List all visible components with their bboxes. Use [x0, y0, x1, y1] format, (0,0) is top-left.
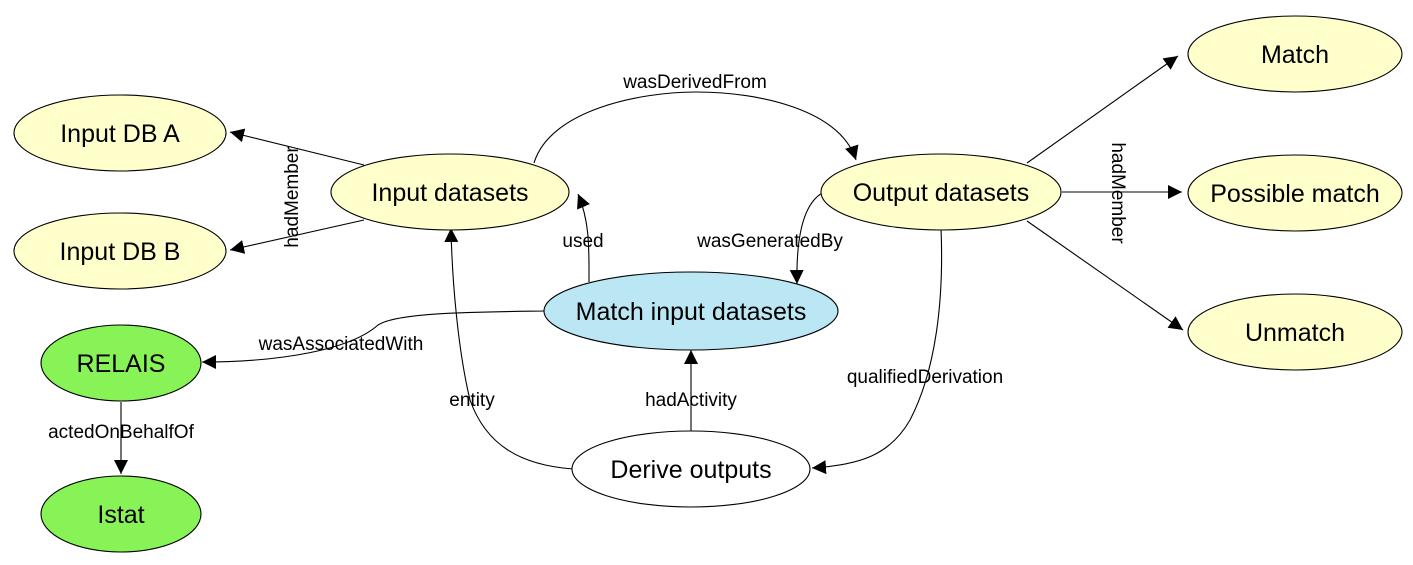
node-match[interactable]: Match [1187, 15, 1403, 93]
label-was-derived-from: wasDerivedFrom [622, 72, 767, 93]
label-had-member-left: hadMember [282, 146, 303, 248]
edges [114, 55, 1184, 475]
edge-was-generated-by [789, 191, 825, 285]
node-relais-label: RELAIS [77, 350, 166, 378]
label-qualified-derivation: qualifiedDerivation [847, 367, 1003, 388]
node-match-input-datasets-label: Match input datasets [576, 298, 807, 326]
node-unmatch-shape [1187, 293, 1403, 371]
node-input-db-a-shape [13, 94, 227, 172]
edge-was-associated-with [201, 310, 546, 369]
edge-had-member-match [1026, 55, 1179, 164]
node-output-datasets[interactable]: Output datasets [820, 153, 1062, 231]
node-possible-match-shape [1187, 154, 1403, 232]
node-input-datasets-shape [330, 153, 570, 231]
node-match-shape [1187, 15, 1403, 93]
node-unmatch-label: Unmatch [1245, 319, 1345, 347]
label-had-activity: hadActivity [645, 390, 737, 411]
node-derive-outputs-shape [571, 430, 811, 508]
edge-qualified-derivation [811, 227, 943, 475]
node-input-db-b-label: Input DB B [60, 238, 181, 266]
node-derive-outputs[interactable]: Derive outputs [571, 430, 811, 508]
edge-labels: wasDerivedFrom hadMember hadMember used … [48, 72, 1128, 443]
nodes: Input DB A Input DB B Input datasets Out… [13, 15, 1403, 553]
node-input-db-a-label: Input DB A [60, 120, 180, 148]
label-used: used [562, 231, 603, 252]
node-input-datasets-label: Input datasets [371, 179, 528, 207]
node-input-db-b-shape [13, 212, 227, 290]
node-output-datasets-shape [820, 153, 1062, 231]
node-unmatch[interactable]: Unmatch [1187, 293, 1403, 371]
node-input-db-a[interactable]: Input DB A [13, 94, 227, 172]
node-match-label: Match [1261, 41, 1329, 69]
node-possible-match-label: Possible match [1210, 180, 1380, 208]
edge-was-derived-from [533, 91, 859, 164]
node-match-input-datasets-shape [543, 271, 839, 351]
node-derive-outputs-label: Derive outputs [610, 456, 771, 484]
node-match-input-datasets[interactable]: Match input datasets [543, 271, 839, 351]
edge-entity [444, 227, 574, 470]
label-entity: entity [449, 390, 495, 411]
label-was-associated-with: wasAssociatedWith [258, 334, 424, 355]
node-istat-label: Istat [97, 501, 144, 529]
label-had-member-right: hadMember [1107, 142, 1128, 244]
edge-used [577, 193, 590, 283]
node-istat[interactable]: Istat [40, 475, 202, 553]
label-acted-on-behalf-of: actedOnBehalfOf [48, 422, 194, 443]
node-possible-match[interactable]: Possible match [1187, 154, 1403, 232]
node-input-datasets[interactable]: Input datasets [330, 153, 570, 231]
node-istat-shape [40, 475, 202, 553]
node-relais-shape [40, 324, 202, 402]
label-was-generated-by: wasGeneratedBy [696, 231, 843, 252]
node-input-db-b[interactable]: Input DB B [13, 212, 227, 290]
edge-had-member-db-a [229, 128, 365, 166]
node-output-datasets-label: Output datasets [853, 179, 1030, 207]
node-relais[interactable]: RELAIS [40, 324, 202, 402]
edge-had-member-db-b [229, 219, 365, 254]
edge-had-member-unmatch [1026, 220, 1184, 331]
